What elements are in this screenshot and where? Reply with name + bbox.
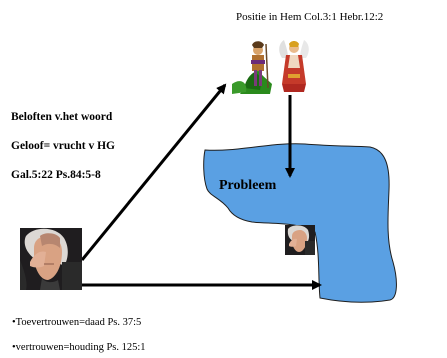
problem-shape: [203, 143, 397, 303]
angel-figure-image: [279, 40, 309, 92]
problem-label: Probleem: [219, 178, 277, 193]
arrow-to-position: [80, 83, 227, 261]
page-title: Positie in Hem Col.3:1 Hebr.12:2: [236, 11, 384, 23]
bullet-line-2: •vertrouwen=houding Ps. 125:1: [12, 342, 146, 353]
promise-line-1: Beloften v.het woord: [11, 111, 113, 123]
worried-person-image: [20, 228, 82, 290]
shepherd-figure-image: [232, 41, 272, 94]
worried-person-small-image: [285, 225, 315, 255]
promise-line-3: Gal.5:22 Ps.84:5-8: [11, 169, 101, 181]
bullet-line-1: •Toevertrouwen=daad Ps. 37:5: [12, 317, 142, 328]
promise-line-2: Geloof= vrucht v HG: [11, 140, 115, 152]
